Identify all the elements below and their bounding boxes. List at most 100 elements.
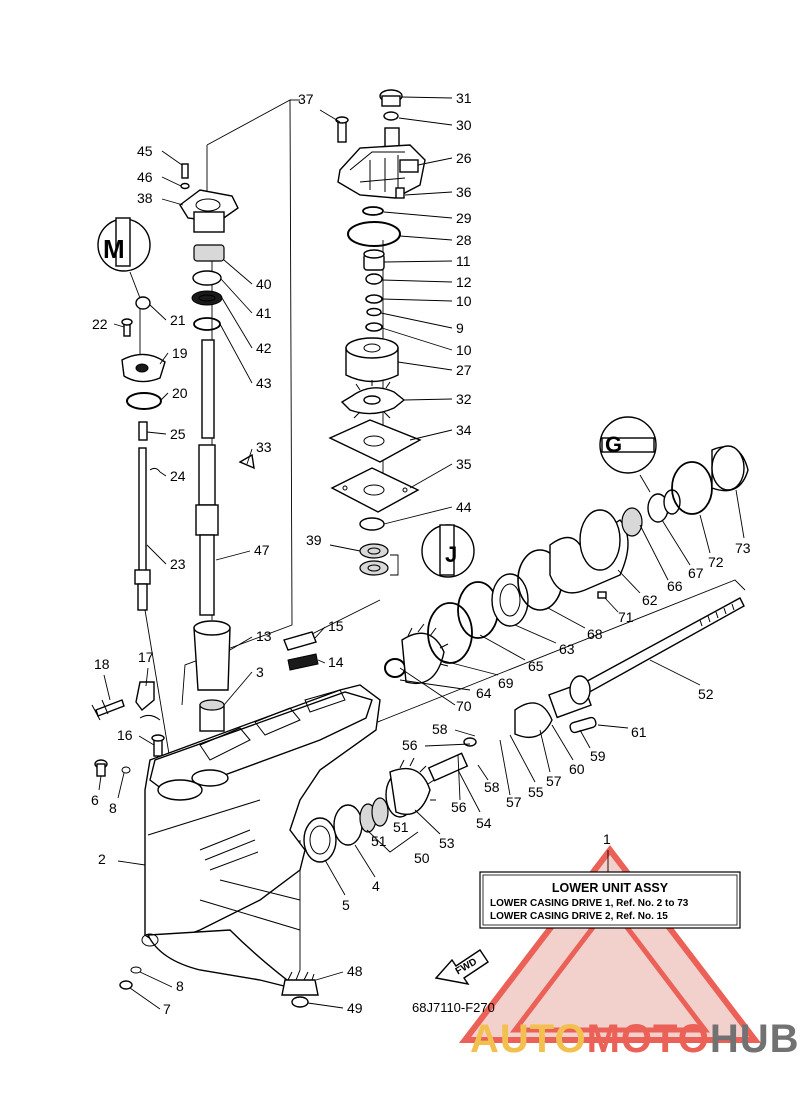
pump-stack-small-parts (363, 249, 385, 332)
callout: 71 (618, 609, 634, 625)
watermark-moto: MOTO (587, 1017, 710, 1061)
callout: 59 (590, 748, 606, 764)
reverse-gear-train (384, 549, 597, 738)
callout: 13 (256, 628, 272, 644)
o-ring-28 (347, 221, 401, 247)
callout: 37 (298, 91, 314, 107)
callout: 65 (528, 658, 544, 674)
callout: 68 (587, 626, 603, 642)
water-pump-housing (337, 89, 426, 199)
callout: 5 (342, 897, 350, 913)
drive-shaft-sleeve (193, 620, 231, 732)
callout: 32 (456, 391, 472, 407)
watermark-hub: HUB (710, 1017, 800, 1061)
callout: 57 (506, 794, 522, 810)
info-box-title: LOWER UNIT ASSY (552, 881, 669, 895)
callout: 19 (172, 345, 188, 361)
callout: 58 (484, 779, 500, 795)
callout: 25 (170, 426, 186, 442)
callout: 12 (456, 274, 472, 290)
callout: 64 (476, 685, 492, 701)
leader-lines (98, 96, 745, 1010)
callout: 73 (735, 540, 751, 556)
callout: 10 (456, 342, 472, 358)
callout: 50 (414, 850, 430, 866)
drive-shaft (195, 339, 219, 616)
callout: 23 (170, 556, 186, 572)
callout: 63 (559, 641, 575, 657)
drive-shaft-upper (179, 116, 349, 331)
callout: 11 (456, 253, 471, 269)
callout: 42 (256, 340, 272, 356)
key-14 (287, 653, 319, 671)
callout: 41 (256, 305, 272, 321)
watermark-auto: AUTO (470, 1017, 587, 1061)
outer-plate (328, 419, 422, 463)
fwd-arrow: FWD (434, 949, 489, 985)
callout: 36 (456, 184, 472, 200)
callout: 27 (456, 362, 472, 378)
callout: 60 (569, 761, 585, 777)
callout: 56 (402, 737, 418, 753)
callout: 48 (347, 963, 363, 979)
callout: 70 (456, 698, 472, 714)
washer-8a (121, 766, 131, 774)
callout: 55 (528, 784, 544, 800)
impeller-housing-cup (345, 337, 399, 383)
callout: 7 (163, 1001, 171, 1017)
callout: 31 (456, 90, 472, 106)
screw-6-body (96, 763, 106, 777)
callout: 45 (137, 143, 153, 159)
callout: 58 (432, 721, 448, 737)
callout: 18 (94, 656, 110, 672)
svg-text:M: M (103, 234, 125, 264)
callout: 35 (456, 456, 472, 472)
pinion (281, 979, 319, 996)
info-box-line2: LOWER CASING DRIVE 2, Ref. No. 15 (490, 911, 668, 922)
callout: 30 (456, 117, 472, 133)
info-box-number: 1 (603, 831, 611, 847)
lower-casing (141, 684, 381, 991)
callout: 28 (456, 232, 472, 248)
diagram-code: 68J7110-F270 (412, 1000, 495, 1015)
propeller-shaft (569, 597, 745, 705)
washer-8b (130, 966, 142, 974)
callout: 6 (91, 792, 99, 808)
info-box-line1: LOWER CASING DRIVE 1, Ref. No. 2 to 73 (490, 898, 689, 909)
o-ring-29 (362, 206, 384, 216)
callout: 44 (456, 499, 472, 515)
callout: 34 (456, 422, 472, 438)
callout: 2 (98, 851, 106, 867)
callout: 21 (170, 312, 186, 328)
callout: 39 (306, 532, 322, 548)
callout: 3 (256, 664, 264, 680)
callout: 22 (92, 316, 108, 332)
callouts: 31 30 26 36 29 28 11 12 10 9 10 27 32 34… (91, 90, 751, 1017)
svg-text:J: J (445, 542, 457, 567)
callout: 29 (456, 210, 472, 226)
callout: 54 (476, 815, 492, 831)
sealant-icon-b: J (421, 524, 475, 578)
oil-seals (359, 517, 389, 576)
callout: 8 (109, 800, 117, 816)
callout: 67 (688, 565, 704, 581)
callout: 33 (256, 439, 272, 455)
svg-text:G: G (605, 432, 622, 457)
callout: 66 (667, 578, 683, 594)
nut-49 (291, 996, 309, 1008)
callout: 20 (172, 385, 188, 401)
callout: 26 (456, 150, 472, 166)
callout: 61 (631, 724, 647, 740)
callout: 43 (256, 375, 272, 391)
callout: 62 (642, 592, 658, 608)
callout: 72 (708, 554, 724, 570)
key-15 (283, 631, 317, 651)
pump-gasket (330, 467, 420, 513)
callout: 15 (328, 618, 344, 634)
propeller-shaft-housing (549, 445, 749, 599)
callout: 53 (439, 835, 455, 851)
callout: 52 (698, 686, 714, 702)
watermark-text: AUTOMOTOHUB (470, 1017, 800, 1061)
sealant-icon-a: M (97, 217, 151, 272)
